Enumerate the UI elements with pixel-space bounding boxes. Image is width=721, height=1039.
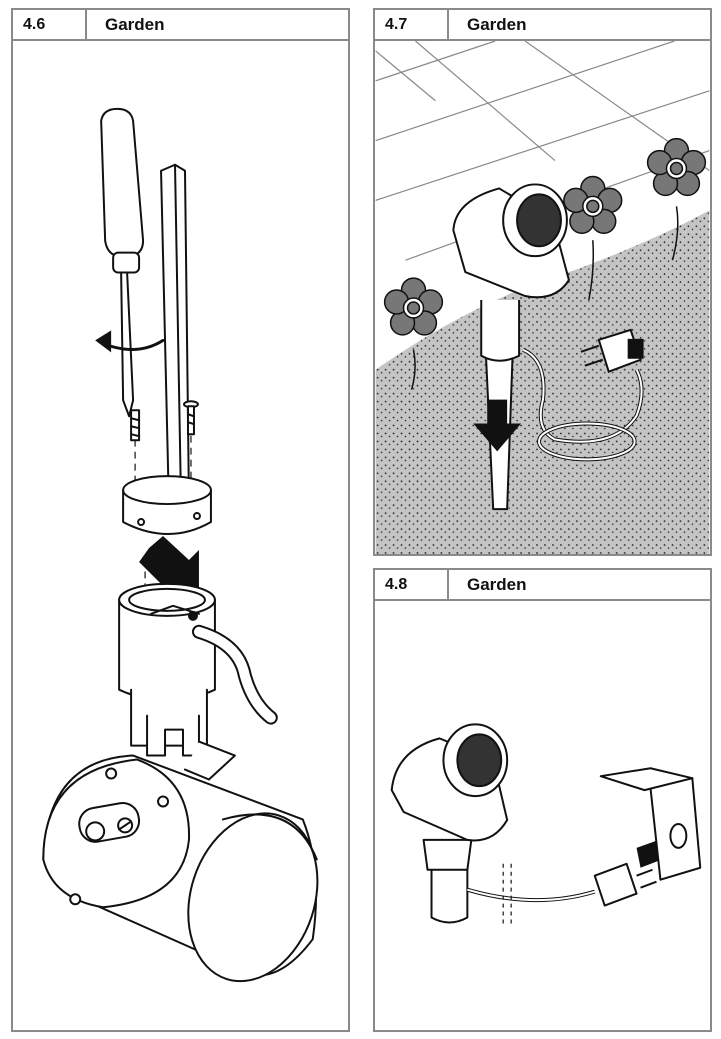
step-title: Garden [467, 15, 527, 34]
assembly-illustration [42, 107, 319, 983]
step-number: 4.8 [375, 570, 449, 599]
down-arrow-icon [473, 399, 522, 452]
garden-illustration [375, 41, 710, 554]
spotlight-icon [42, 754, 319, 983]
plug-icon [580, 328, 644, 374]
spotlight-icon [452, 183, 570, 511]
rotate-arrow-icon [103, 338, 165, 351]
illustration-4-7 [375, 41, 710, 554]
plug-icon [593, 862, 657, 907]
connection-illustration [390, 723, 702, 928]
step-number: 4.6 [13, 10, 87, 39]
spotlight-icon [390, 723, 509, 924]
flower-icon [383, 137, 707, 390]
step-title: Garden [467, 575, 527, 594]
spike-icon [160, 163, 190, 512]
illustration-4-8 [375, 601, 710, 1030]
panel-step-4-6: 4.6 Garden [11, 8, 350, 1032]
step-number: 4.7 [375, 10, 449, 39]
socket-icon [599, 767, 702, 881]
panel-step-4-8: 4.8 Garden [373, 568, 712, 1032]
illustration-4-6 [13, 41, 348, 1030]
panel-header: 4.8 Garden [375, 570, 710, 601]
screw-icon [130, 409, 141, 442]
panel-header: 4.7 Garden [375, 10, 710, 41]
step-title: Garden [105, 15, 165, 34]
cable-break-icon [502, 863, 512, 928]
panel-header: 4.6 Garden [13, 10, 348, 41]
panel-step-4-7: 4.7 Garden [373, 8, 712, 556]
screwdriver-icon [100, 107, 145, 418]
